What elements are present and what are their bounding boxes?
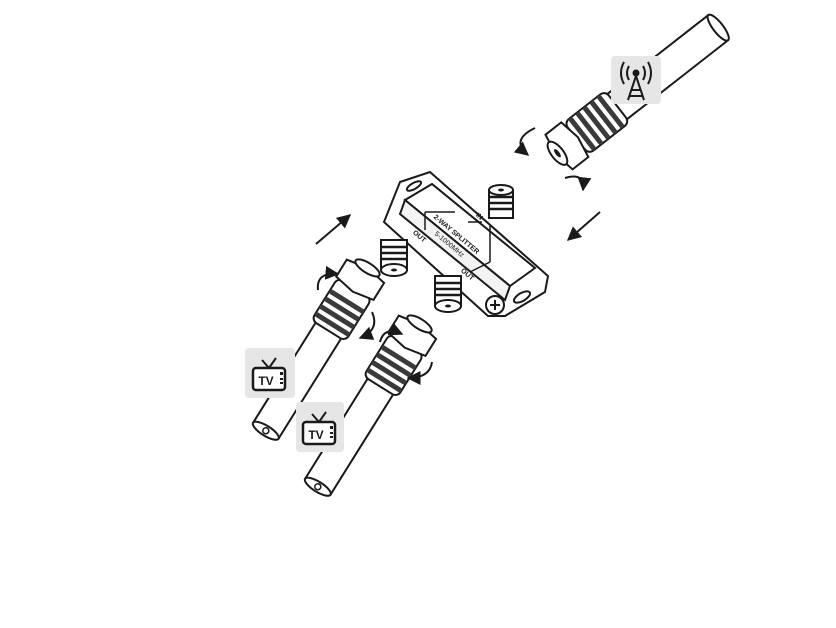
splitter-out-port-left[interactable] [380, 239, 408, 277]
tv-cable-1 [251, 258, 386, 441]
tv-badge-2: TV [296, 402, 344, 452]
tv-badge-1: TV [245, 348, 295, 398]
mounting-screw-icon [485, 295, 505, 315]
tv-icon: TV [301, 411, 337, 446]
direction-arrow-input [566, 211, 601, 241]
splitter-out-port-right[interactable] [434, 275, 462, 313]
direction-arrow-output [315, 214, 352, 245]
rotate-arrow-tv-2 [379, 322, 433, 385]
splitter-in-port[interactable] [488, 184, 514, 219]
rotate-arrow-tv-1 [316, 265, 376, 340]
splitter-body: 2-WAY SPLITTER 5-1000MHz IN OUT OUT [382, 170, 550, 317]
tv-icon: TV [251, 357, 287, 392]
antenna-tower-icon [620, 61, 652, 101]
tv-2-text: TV [308, 428, 323, 442]
rotate-arrow-antenna [513, 127, 592, 192]
tv-1-text: TV [258, 374, 273, 388]
splitter-in-label: IN [474, 212, 484, 222]
antenna-badge [611, 56, 661, 104]
